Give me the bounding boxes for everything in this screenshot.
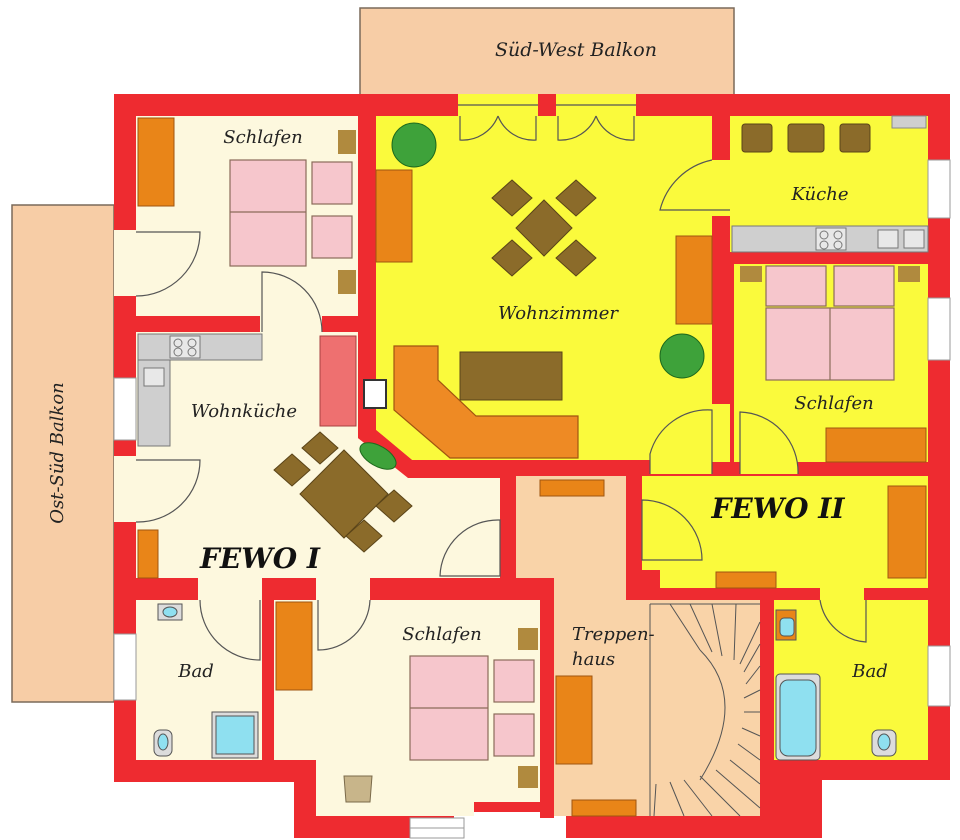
room-label-wohnzimmer: Wohnzimmer xyxy=(498,303,619,324)
nightstand-e-1 xyxy=(740,266,762,282)
room-label-treppenhaus-1: Treppen- xyxy=(572,624,655,645)
plant-icon xyxy=(659,333,705,379)
bad-e-fixtures xyxy=(775,609,897,761)
dining-table-wohnkueche xyxy=(273,431,413,553)
cabinet-wohnkueche xyxy=(137,529,159,579)
bad-w-fixtures xyxy=(153,603,259,759)
south-west-balcony xyxy=(359,7,735,97)
east-south-balcony xyxy=(11,204,115,703)
kitchen-stools xyxy=(741,123,871,153)
shelf-treppenhaus xyxy=(571,799,637,817)
bed-schlafen-nw xyxy=(229,159,353,267)
nightstand-nw-1 xyxy=(338,130,356,154)
wardrobe-schlafen-s xyxy=(275,601,313,691)
balcony-label-south-west: Süd-West Balkon xyxy=(495,39,657,61)
unit-label-fewo-2: FEWO II xyxy=(711,492,846,525)
room-label-bad-e: Bad xyxy=(851,661,887,682)
balcony-label-east-south: Ost-Süd Balkon xyxy=(47,382,68,524)
plant-icon xyxy=(391,122,437,168)
room-label-kueche: Küche xyxy=(791,184,849,205)
sofa-wohnkueche xyxy=(319,335,357,427)
kitchen-counter xyxy=(731,225,929,253)
room-label-bad-w: Bad xyxy=(177,661,213,682)
plant-icon xyxy=(359,442,397,470)
nightstand-nw-2 xyxy=(338,270,356,294)
corner-sofa xyxy=(393,345,579,459)
schlafen-s-floor xyxy=(274,600,540,816)
wohnkueche-counter xyxy=(137,333,263,447)
nightstand-s-1 xyxy=(518,628,538,650)
nightstand-e-2 xyxy=(898,266,920,282)
doors xyxy=(114,230,501,661)
shelf-stair-hall xyxy=(539,479,605,497)
cabinet-wohnzimmer xyxy=(375,169,413,263)
wardrobe-schlafen-e xyxy=(825,427,927,463)
stair-steps-area xyxy=(650,600,760,816)
chimney xyxy=(363,379,387,409)
room-label-wohnkueche: Wohnküche xyxy=(191,401,297,422)
coffee-table xyxy=(459,351,563,401)
cabinet-treppenhaus xyxy=(555,675,593,765)
chair-schlafen-s xyxy=(343,775,373,803)
sideboard-wohnzimmer xyxy=(675,235,713,325)
cabinet-fewo2-hall xyxy=(887,485,927,579)
windows xyxy=(113,159,951,839)
bed-schlafen-e xyxy=(765,265,895,381)
unit-label-fewo-1: FEWO I xyxy=(199,542,321,575)
dining-table-wohnzimmer xyxy=(491,179,597,277)
bed-schlafen-s xyxy=(409,655,535,761)
room-label-schlafen-s: Schlafen xyxy=(402,624,481,645)
room-label-schlafen-nw: Schlafen xyxy=(223,127,302,148)
room-label-schlafen-e: Schlafen xyxy=(794,393,873,414)
fridge-kueche xyxy=(891,115,927,129)
room-label-treppenhaus-2: haus xyxy=(572,649,615,670)
shelf-fewo2-hall xyxy=(715,571,777,589)
nightstand-s-2 xyxy=(518,766,538,788)
staircase xyxy=(649,603,761,817)
balcony-doors xyxy=(458,94,636,141)
doors-yellow xyxy=(641,159,867,643)
wardrobe-schlafen-nw xyxy=(137,117,175,207)
